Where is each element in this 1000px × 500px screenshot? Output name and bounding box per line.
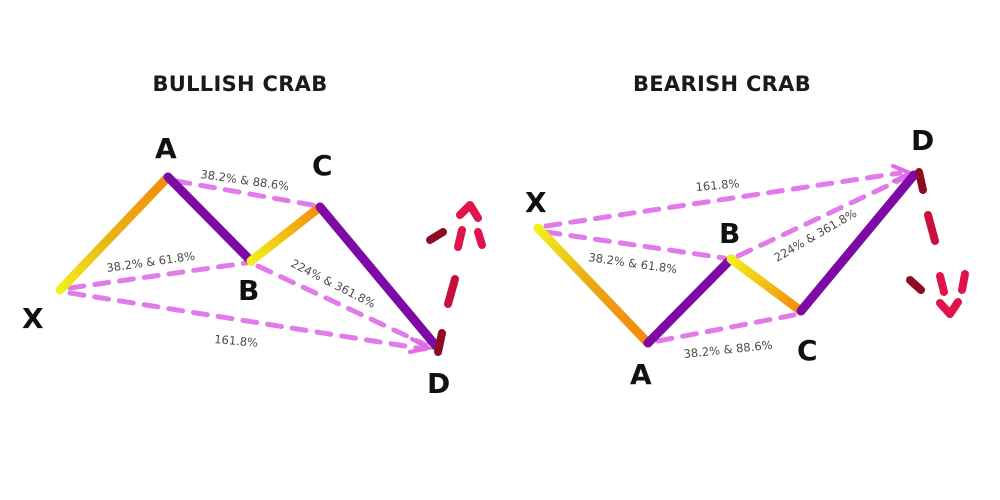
bearish-xd-ratio-label: 161.8% (695, 176, 740, 194)
bearish-point-a: A (630, 358, 652, 391)
bullish-bc-leg (246, 202, 325, 266)
bearish-down-arrow-icon (906, 168, 969, 318)
bullish-up-arrow-icon (426, 201, 486, 356)
bullish-point-d: D (427, 367, 450, 400)
bearish-bd-ratio-line (735, 175, 907, 259)
bearish-ac-ratio-label: 38.2% & 88.6% (683, 338, 773, 361)
bearish-crab-title: BEARISH CRAB (632, 72, 812, 96)
bullish-point-a: A (155, 132, 177, 165)
bearish-xb-ratio-label: 38.2% & 61.8% (588, 250, 678, 276)
bearish-crab-pattern: 161.8% 38.2% & 61.8% 224% & 361.8% 38.2%… (525, 124, 969, 391)
bullish-xb-ratio-line (67, 260, 249, 291)
bearish-point-d: D (911, 124, 934, 157)
bullish-xa-leg (55, 172, 173, 295)
bearish-xd-ratio-line (543, 170, 903, 229)
bullish-ac-ratio-line (173, 178, 321, 209)
bullish-bd-ratio-line (255, 263, 429, 348)
bearish-point-b: B (719, 217, 740, 250)
bullish-xd-ratio-line (67, 290, 427, 352)
bullish-xd-arrowhead-icon (408, 337, 434, 354)
bullish-crab-title: BULLISH CRAB (152, 72, 328, 96)
bullish-xd-ratio-label: 161.8% (214, 332, 259, 350)
bearish-ac-ratio-line (655, 312, 797, 344)
bullish-ab-leg (163, 172, 256, 266)
bullish-point-x: X (22, 302, 44, 335)
bearish-xb-ratio-line (543, 229, 727, 261)
bullish-crab-pattern: 38.2% & 88.6% 38.2% & 61.8% 224% & 361.8… (22, 132, 486, 400)
bearish-bc-leg (726, 254, 806, 316)
bullish-cd-leg (315, 202, 441, 351)
bullish-point-c: C (312, 149, 333, 182)
bearish-cd-leg (796, 170, 919, 316)
bullish-point-b: B (238, 274, 259, 307)
bearish-ab-leg (643, 254, 736, 348)
bearish-xa-leg (533, 223, 653, 348)
bearish-point-c: C (797, 334, 818, 367)
bearish-point-x: X (525, 186, 547, 219)
